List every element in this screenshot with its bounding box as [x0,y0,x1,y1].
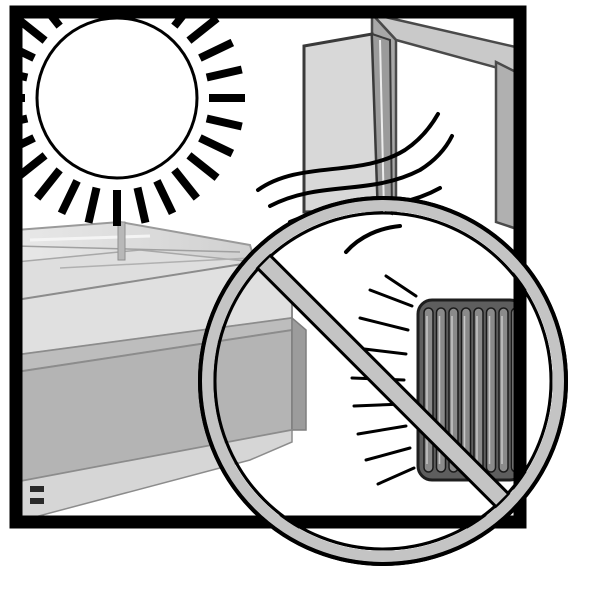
radiator-fin [499,308,508,472]
radiator-icon [418,300,524,480]
radiator-fin [474,308,483,472]
radiator-fin [487,308,496,472]
radiator-fin [424,308,433,472]
